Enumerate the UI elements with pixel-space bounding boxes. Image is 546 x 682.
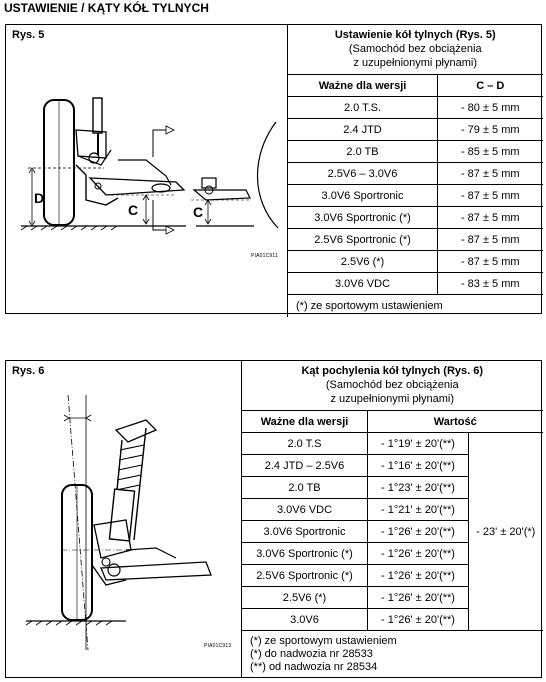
value-cell: - 1°26' ± 20'(**): [367, 608, 469, 631]
camber-col-version: Ważne dla wersji: [241, 410, 368, 433]
value-cell: - 1°26' ± 20'(**): [367, 520, 469, 543]
value-cell: - 79 ± 5 mm: [437, 118, 543, 141]
value-cell: - 1°16' ± 20'(**): [367, 454, 469, 477]
table-row: 2.5V6 – 3.0V6- 87 ± 5 mm: [287, 162, 543, 185]
fig6-label: Rys. 6: [12, 365, 45, 377]
value-cell: - 85 ± 5 mm: [437, 140, 543, 163]
dim-c2-label: C: [193, 204, 203, 220]
value-cell: - 87 ± 5 mm: [437, 162, 543, 185]
version-cell: 2.0 TB: [287, 140, 438, 163]
camber-subtitle-2: z uzupełnionymi płynami): [330, 393, 455, 405]
value-cell: - 1°19' ± 20'(**): [367, 432, 469, 455]
dim-d-label: D: [34, 190, 44, 206]
camber-table: Kąt pochylenia kół tylnych (Rys. 6) (Sam…: [241, 360, 543, 678]
toe-col-value: C – D: [437, 74, 543, 97]
value-cell: - 1°26' ± 20'(**): [367, 542, 469, 565]
version-cell: 2.4 JTD: [287, 118, 438, 141]
value-cell: - 87 ± 5 mm: [437, 184, 543, 207]
toe-title: Ustawienie kół tylnych (Rys. 5): [334, 29, 496, 41]
toe-title-cell: Ustawienie kół tylnych (Rys. 5) (Samochó…: [287, 24, 543, 75]
version-cell: 3.0V6: [241, 608, 368, 631]
version-cell: 2.5V6 (*): [287, 250, 438, 273]
value-cell: - 87 ± 5 mm: [437, 206, 543, 229]
table-row: 3.0V6- 1°26' ± 20'(**): [241, 608, 543, 631]
table-row: 2.0 T.S.- 80 ± 5 mm: [287, 96, 543, 119]
toe-subtitle-2: z uzupełnionymi płynami): [353, 57, 478, 69]
camber-note-1: (*) ze sportowym ustawieniem: [250, 635, 397, 647]
camber-notes: (*) ze sportowym ustawieniem (*) do nadw…: [241, 630, 543, 678]
value-cell: - 87 ± 5 mm: [437, 250, 543, 273]
value-cell: - 1°21' ± 20'(**): [367, 498, 469, 521]
value-cell: - 80 ± 5 mm: [437, 96, 543, 119]
camber-col-value: Wartość: [367, 410, 543, 433]
value-cell: - 87 ± 5 mm: [437, 228, 543, 251]
table-row: 3.0V6 Sportronic- 1°26' ± 20'(**): [241, 520, 543, 543]
table-row: 2.0 TB- 85 ± 5 mm: [287, 140, 543, 163]
fig6-code: PIA01C913: [204, 643, 232, 649]
version-cell: 3.0V6 Sportronic (*): [287, 206, 438, 229]
camber-note-3: (**) od nadwozia nr 28534: [250, 661, 378, 673]
version-cell: 2.0 T.S.: [287, 96, 438, 119]
table-row: 2.5V6 Sportronic (*)- 87 ± 5 mm: [287, 228, 543, 251]
side-value-cell: - 23' ± 20'(*): [468, 432, 543, 631]
section-header: USTAWIENIE / KĄTY KÓŁ TYLNYCH: [4, 1, 209, 15]
version-cell: 2.5V6 (*): [241, 586, 368, 609]
fig5-code: PIA01C911: [251, 253, 279, 259]
toe-table: Ustawienie kół tylnych (Rys. 5) (Samochó…: [287, 24, 543, 317]
table-row: 2.0 TB- 1°23' ± 20'(**): [241, 476, 543, 499]
version-cell: 2.0 TB: [241, 476, 368, 499]
table-row: 3.0V6 Sportronic- 87 ± 5 mm: [287, 184, 543, 207]
value-cell: - 1°23' ± 20'(**): [367, 476, 469, 499]
version-cell: 2.5V6 Sportronic (*): [287, 228, 438, 251]
camber-note-2: (*) do nadwozia nr 28533: [250, 648, 373, 660]
version-cell: 3.0V6 Sportronic (*): [241, 542, 368, 565]
version-cell: 2.4 JTD – 2.5V6: [241, 454, 368, 477]
toe-subtitle-1: (Samochód bez obciążenia: [348, 43, 482, 55]
table-row: 3.0V6 Sportronic (*)- 87 ± 5 mm: [287, 206, 543, 229]
camber-title-cell: Kąt pochylenia kół tylnych (Rys. 6) (Sam…: [241, 360, 543, 411]
value-cell: - 1°26' ± 20'(**): [367, 586, 469, 609]
table-row: 3.0V6 VDC- 83 ± 5 mm: [287, 272, 543, 295]
version-cell: 2.0 T.S: [241, 432, 368, 455]
version-cell: 3.0V6 VDC: [241, 498, 368, 521]
toe-col-version: Ważne dla wersji: [287, 74, 438, 97]
fig5-label: Rys. 5: [12, 29, 45, 41]
value-cell: - 83 ± 5 mm: [437, 272, 543, 295]
version-cell: 3.0V6 VDC: [287, 272, 438, 295]
toe-note: (*) ze sportowym ustawieniem: [287, 294, 543, 317]
rear-wheel-toe-diagram: D C C: [20, 97, 279, 235]
table-row: 2.5V6 Sportronic (*)- 1°26' ± 20'(**): [241, 564, 543, 587]
version-cell: 3.0V6 Sportronic: [241, 520, 368, 543]
value-cell: - 1°26' ± 20'(**): [367, 564, 469, 587]
camber-subtitle-1: (Samochód bez obciążenia: [325, 379, 459, 391]
table-row: 2.5V6 (*)- 1°26' ± 20'(**): [241, 586, 543, 609]
version-cell: 2.5V6 – 3.0V6: [287, 162, 438, 185]
table-row: 2.5V6 (*)- 87 ± 5 mm: [287, 250, 543, 273]
rear-wheel-camber-diagram: [25, 394, 212, 651]
dim-c-label: C: [128, 202, 138, 218]
version-cell: 2.5V6 Sportronic (*): [241, 564, 368, 587]
table-row: 2.0 T.S- 1°19' ± 20'(**) - 23' ± 20'(*): [241, 432, 543, 631]
table-row: 2.4 JTD- 79 ± 5 mm: [287, 118, 543, 141]
camber-title: Kąt pochylenia kół tylnych (Rys. 6): [301, 365, 484, 377]
version-cell: 3.0V6 Sportronic: [287, 184, 438, 207]
